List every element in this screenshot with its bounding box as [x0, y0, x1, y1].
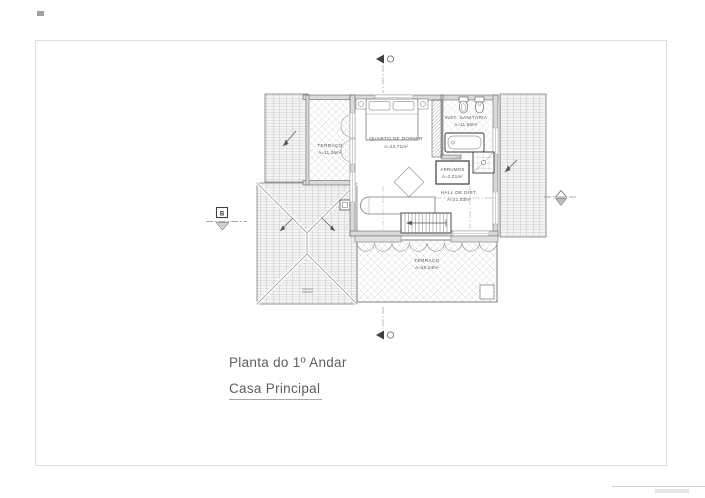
lamp-icon [358, 101, 364, 107]
lamp-icon [420, 101, 426, 107]
section-marker-left: B [206, 206, 247, 231]
terrace-bottom-area: A=30,24m² [415, 265, 439, 270]
section-marker-bottom [376, 307, 394, 340]
sheet-border [35, 40, 667, 466]
hall-area: A=21,53m² [447, 197, 471, 202]
stairs [400, 212, 452, 234]
terrace-bottom: TERRAÇO A=30,24m² [354, 235, 499, 303]
watermark-rule [612, 486, 705, 487]
awning-scallops [356, 242, 498, 252]
storage-area: A=2,01m² [442, 174, 463, 179]
corner-registration-mark [37, 11, 44, 16]
chimney [339, 199, 351, 211]
door-swing-arcs [340, 114, 353, 163]
terrace-top-area: A=11,36m² [318, 150, 342, 155]
terrace-top-label: TERRAÇO A=11,36m² [317, 143, 342, 155]
watermark-smudge [655, 489, 689, 493]
terrace-corner-box [479, 284, 495, 300]
terrace-top-name: TERRAÇO [317, 143, 342, 148]
bedroom-name: QUARTO DE DORMIR [369, 136, 423, 141]
plan-title: Planta do 1º Andar [229, 355, 347, 370]
plan-subtitle: Casa Principal [229, 381, 323, 400]
toilet [458, 96, 469, 114]
hall-name: HALL DE DIST. [441, 190, 478, 195]
plumbing-wall [431, 99, 443, 158]
storage-name: ARRUMOS [440, 167, 464, 172]
bathroom-name: INST. SANITÁRIA [445, 114, 488, 120]
rug [393, 166, 425, 198]
hall-guide-lines [435, 186, 497, 229]
bedroom-area: A=22,71m² [384, 144, 408, 149]
bedroom-label: QUARTO DE DORMIR A=22,71m² [369, 136, 423, 149]
stair-direction-arrow-icon [406, 220, 412, 226]
section-marker-right [544, 190, 578, 206]
hall: HALL DE DIST. A=21,53m² [435, 186, 497, 229]
section-b-label: B [220, 212, 225, 218]
terrace-bottom-name: TERRAÇO [414, 258, 439, 263]
roof-slope-arrow-icon [282, 130, 297, 147]
section-marker-top [376, 54, 394, 93]
roof-ridge-lines [256, 182, 358, 305]
bed [355, 98, 429, 141]
storage-closet: ARRUMOS A=2,01m² [435, 160, 470, 185]
shower [472, 151, 495, 174]
roof-top-left [264, 93, 309, 183]
bidet [474, 96, 485, 114]
windows [349, 94, 499, 237]
bathroom: INST. SANITÁRIA A=11,56m² [443, 96, 495, 174]
roof-slope-arrow-icon [279, 217, 336, 293]
roof-hip [255, 181, 359, 306]
roof-slope-arrow-icon [504, 159, 518, 173]
roof-right [499, 93, 547, 238]
bathroom-area: A=11,56m² [454, 122, 478, 127]
bathroom-label: INST. SANITÁRIA A=11,56m² [445, 114, 488, 127]
terrace-top: TERRAÇO A=11,36m² [302, 94, 353, 186]
bathtub [444, 132, 485, 153]
wardrobe [360, 196, 436, 215]
